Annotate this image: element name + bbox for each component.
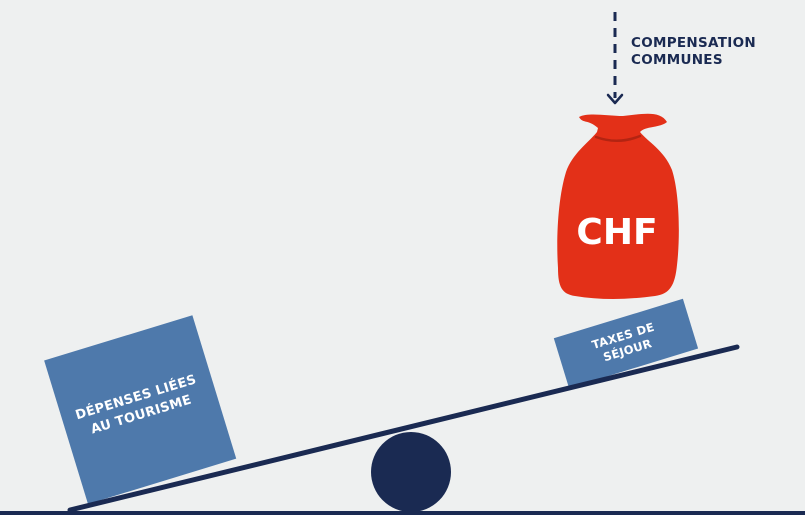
fulcrum <box>371 432 451 512</box>
money-bag-icon <box>557 113 679 299</box>
compensation-label: COMPENSATION COMMUNES <box>631 35 756 69</box>
compensation-arrow-head <box>606 93 624 105</box>
compensation-line2: COMMUNES <box>631 52 723 68</box>
balance-beam <box>67 344 740 513</box>
bag-currency-label: CHF <box>576 212 657 253</box>
left-box: DÉPENSES LIÉES AU TOURISME <box>44 315 237 504</box>
ground-line <box>0 511 805 515</box>
right-box: TAXES DE SÉJOUR <box>553 298 699 388</box>
compensation-line1: COMPENSATION <box>631 35 756 51</box>
